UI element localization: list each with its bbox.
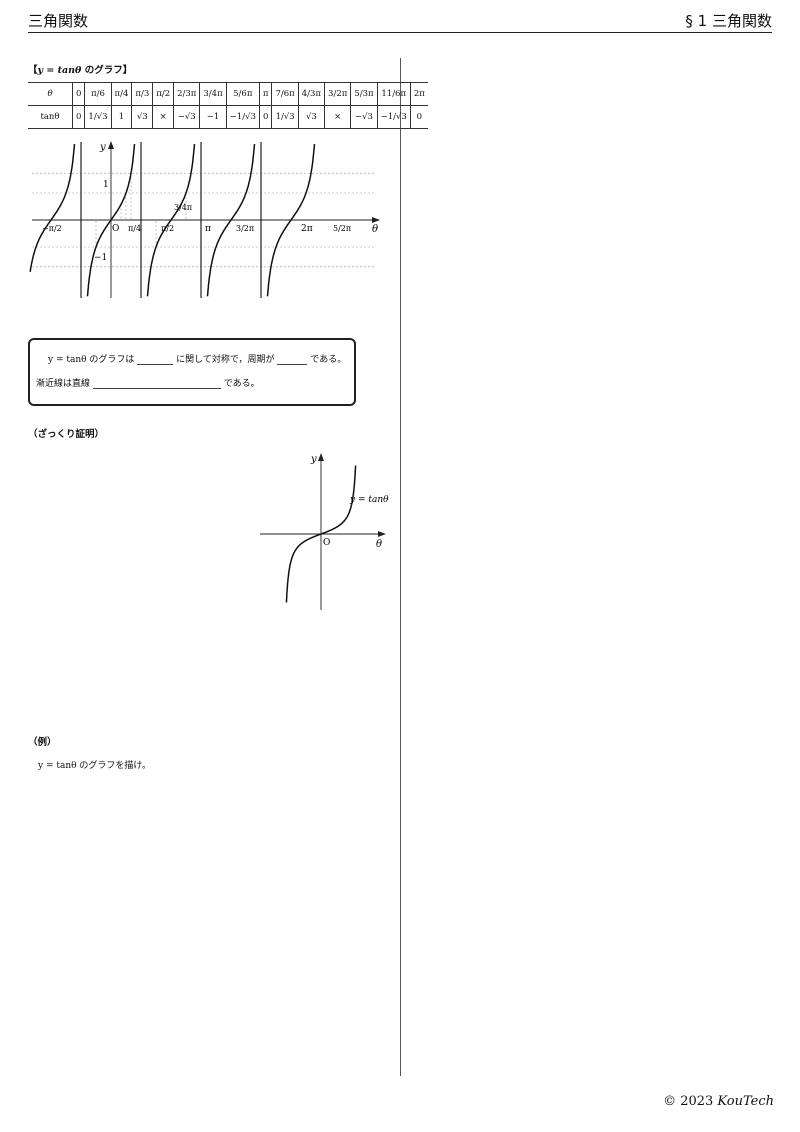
- copyright: © 2023 KouTech: [663, 1094, 774, 1109]
- origin-label: O: [112, 224, 119, 234]
- theta-cell: 2/3π: [173, 82, 200, 106]
- tan-curve-branch: [206, 144, 256, 297]
- column-divider: [400, 58, 401, 1076]
- tan-cell: ×: [324, 105, 351, 129]
- tan-cell: −√3: [350, 105, 378, 129]
- tan-cell: √3: [131, 105, 153, 129]
- header-section: § 1 三角関数: [685, 12, 772, 30]
- small-theta-axis-arrow: [378, 531, 386, 537]
- tick-pi: π: [205, 224, 211, 234]
- asymptote-blank[interactable]: [92, 378, 221, 389]
- tan-cell: 0: [71, 105, 85, 129]
- theta-axis-label: θ: [372, 224, 378, 235]
- tick-three-half-pi: 3/2π: [236, 224, 254, 233]
- period-blank[interactable]: [277, 354, 308, 365]
- y-axis-label: y: [99, 142, 106, 153]
- tick-neg-half-pi: −π/2: [42, 224, 62, 233]
- tan-cell: −1/√3: [225, 105, 260, 129]
- tan-cell: 1/√3: [271, 105, 299, 129]
- header-chapter: 三角関数: [28, 12, 89, 30]
- section-title-example: （例）: [28, 737, 57, 748]
- small-tan-graph: y θ O y = tanθ: [260, 453, 389, 610]
- theta-axis-arrow: [372, 217, 380, 223]
- theta-cell: 7/6π: [271, 82, 299, 106]
- tick-one: 1: [103, 180, 109, 190]
- tan-cell: −1/√3: [376, 105, 411, 129]
- example-problem: y = tanθ のグラフを描け。: [38, 761, 151, 771]
- tan-cell: ×: [152, 105, 174, 129]
- theta-cell: 3/2π: [324, 82, 351, 106]
- tan-curve-branch: [29, 144, 76, 273]
- small-y-axis-arrow: [318, 453, 324, 461]
- theta-cell: 5/6π: [225, 82, 260, 106]
- theta-cell: 2π: [409, 82, 428, 106]
- tick-minus-one: −1: [94, 253, 107, 263]
- tan-curve-branch: [86, 144, 136, 297]
- theta-cell: 4/3π: [297, 82, 325, 106]
- symmetry-blank[interactable]: [137, 354, 174, 365]
- theta-cell: 11/6π: [376, 82, 411, 106]
- tan-cell: −√3: [173, 105, 200, 129]
- theta-cell: 5/3π: [350, 82, 378, 106]
- tan-cell: √3: [297, 105, 325, 129]
- tan-cell: −1: [199, 105, 227, 129]
- tick-two-pi: 2π: [301, 224, 313, 234]
- tan-cell: 1/√3: [84, 105, 112, 129]
- small-curve-label: y = tanθ: [349, 495, 389, 505]
- tan-cell: 0: [258, 105, 272, 129]
- small-y-label: y: [310, 454, 317, 465]
- tan-curve-branch: [266, 144, 316, 297]
- summary-box: y = tanθ のグラフは に関して対称で，周期が である。 漸近線は直線 で…: [28, 338, 356, 406]
- tan-graph: y θ O 1 −1 −π/2 π/4 π/2 3/4π π 3/2π 2π 5…: [29, 141, 380, 298]
- theta-cell: π: [258, 82, 272, 106]
- theta-cell: π/6: [84, 82, 112, 106]
- tan-curve-branch: [146, 144, 196, 297]
- small-tan-curve: [285, 465, 357, 603]
- tan-cell: 0: [409, 105, 428, 129]
- theta-cell: 3/4π: [199, 82, 227, 106]
- row-label-theta: θ: [28, 82, 73, 106]
- page-header: 三角関数 § 1 三角関数: [28, 10, 772, 33]
- summary-line-2: 漸近線は直線 である。: [36, 378, 260, 389]
- theta-cell: π/2: [152, 82, 174, 106]
- small-origin-label: O: [323, 538, 330, 548]
- tick-half-pi: π/2: [161, 224, 174, 233]
- tick-three-quarter-pi: 3/4π: [174, 203, 192, 212]
- tick-quarter-pi: π/4: [128, 224, 141, 233]
- tick-five-half-pi: 5/2π: [333, 224, 351, 233]
- theta-cell: π/4: [110, 82, 132, 106]
- tan-cell: 1: [110, 105, 132, 129]
- row-label-tan: tanθ: [40, 112, 60, 122]
- section-title-proof: （ざっくり証明）: [28, 429, 105, 440]
- section-title-graph: 【y = tanθ のグラフ】: [28, 65, 133, 76]
- small-theta-label: θ: [376, 539, 382, 550]
- summary-line-1: y = tanθ のグラフは に関して対称で，周期が である。: [48, 354, 347, 365]
- y-axis-arrow: [108, 141, 114, 149]
- theta-cell: π/3: [131, 82, 153, 106]
- theta-cell: 0: [71, 82, 85, 106]
